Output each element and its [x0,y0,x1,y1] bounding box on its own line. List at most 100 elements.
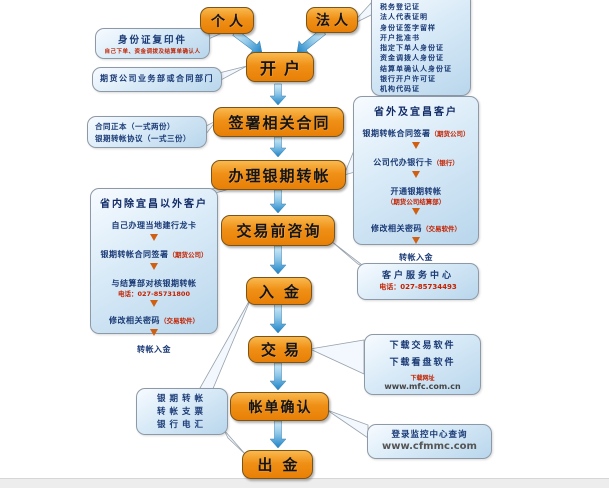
callout-id-copy: 身份证复印件 自己下单、资金调拨及结算单确认人 [95,28,210,59]
doc-item: 法人代表证明 [380,13,428,22]
flow-arrow-deposit-trade [269,303,287,334]
step-note: （交易软件） [422,224,461,233]
callout-monitor-center: 登录监控中心查询 www.cfmmc.com [367,424,492,459]
page-bottom-strip [0,478,609,488]
download-note: 下载网址 [410,375,435,382]
callout-in-province: 省内除宜昌以外客户 自己办理当地建行龙卡 银期转帐合同签署（期货公司） 与结算部… [90,188,218,354]
step-item: 开通银期转帐 （期货公司结算部） [354,179,478,207]
callout-title: 省内除宜昌以外客户 [100,199,208,210]
callout-out-of-province: 省外及宜昌客户 银期转帐合同签署（期货公司） 公司代办银行卡（银行） 开通银期转… [353,96,479,262]
node-deposit: 入金 [246,277,312,305]
down-arrow-icon [412,207,420,215]
wedge-dept-openaccount [218,65,248,82]
step-note: （期货公司） [168,251,208,259]
download-quote-software: 下载看盘软件 [389,358,456,368]
down-arrow-icon [150,263,158,270]
down-arrow-icon [412,142,420,149]
node-statement-confirm: 帐单确认 [230,392,329,421]
step-item: 修改相关密码（交易软件） [91,308,217,328]
callout-futures-dept: 期货公司业务部或合同部门 [92,67,222,92]
callout-note: 自己下单、资金调拨及结算单确认人 [104,49,201,55]
flow-arrow-trade-statement [269,362,287,391]
doc-item: 身份证签字留样 [380,23,436,32]
doc-item: 银行开户许可证 [380,75,436,84]
callout-service-center: 客户服务中心 电话：027-85734493 [357,263,479,300]
node-label: 出金 [257,456,308,474]
node-label: 个人 [211,13,247,30]
step-item: 银期转帐合同签署（期货公司） [91,242,217,262]
node-legal-person: 法人 [306,7,358,33]
step-text: 转帐入金 [399,252,433,262]
step-note: （银行） [432,159,459,167]
download-trade-software: 下载交易软件 [389,341,456,351]
monitor-title: 登录监控中心查询 [391,430,468,440]
step-item: 自己办理当地建行龙卡 [91,213,217,233]
down-arrow-icon [412,236,420,244]
node-label: 开户 [259,59,308,78]
node-label: 办理银期转帐 [228,166,331,185]
callout-contract-copies: 合同正本（一式两份） 银期转帐协议（一式三份） [87,116,207,148]
down-arrow-icon [150,328,158,336]
step-text: 修改相关密码 [109,315,160,325]
callout-download-software: 下载交易软件 下载看盘软件 下载网址 www.mfc.com.cn [364,334,481,395]
step-item: 转帐入金 [354,245,478,265]
node-label: 签署相关合同 [228,113,331,132]
down-arrow-icon [150,299,158,307]
node-label: 法人 [316,13,352,29]
callout-legal-person-docs: 税务登记证 法人代表证明 身份证签字留样 开户批准书 指定下单人身份证 资金调拨… [371,0,471,96]
step-item: 与结算部对核银期转帐 电话：027-85731800 [91,271,217,299]
node-label: 交易 [260,341,307,359]
callout-line: 合同正本（一式两份） [95,122,175,131]
step-text: 公司代办银行卡 [373,158,433,167]
doc-item: 机构代码证 [380,85,420,94]
step-text: 自己办理当地建行龙卡 [111,221,197,230]
step-text: 与结算部对核银期转帐 [111,279,197,288]
flow-arrow-pretrade-deposit [269,245,287,275]
step-text: 银期转帐合同签署 [100,250,169,259]
flow-arrow-sign-transfer [269,136,287,158]
down-arrow-icon [412,171,420,178]
download-url-link[interactable]: www.mfc.com.cn [384,382,461,391]
callout-payment-methods: 银期转帐 转帐支票 银行电汇 [136,388,228,435]
wedge-statement-monitor [326,409,369,439]
step-text: 开通银期转帐 [390,187,442,196]
service-phone: 电话：027-85734493 [379,283,457,291]
node-label: 入金 [258,282,309,301]
step-text: 转帐入金 [137,344,171,354]
step-text: 修改相关密码 [371,223,422,233]
node-pre-trade-consult: 交易前咨询 [221,215,335,246]
doc-item: 资金调拨人身份证 [380,54,444,63]
wedge-payment-withdraw [223,429,247,456]
callout-text: 期货公司业务部或合同部门 [100,74,214,83]
node-label: 帐单确认 [248,399,313,416]
step-item: 银期转帐合同签署（期货公司） [354,121,478,141]
step-item: 修改相关密码（交易软件） [354,216,478,236]
step-subnote: 电话：027-85731800 [118,290,190,298]
flow-arrow-open-sign [269,83,287,106]
monitor-url-link[interactable]: www.cfmmc.com [382,441,477,452]
node-bank-futures-transfer: 办理银期转帐 [211,160,346,190]
node-label: 交易前咨询 [236,222,322,240]
doc-item: 税务登记证 [380,3,420,11]
step-subnote: （期货公司结算部） [386,198,446,206]
doc-item: 指定下单人身份证 [380,44,444,53]
step-item: 公司代办银行卡（银行） [354,150,478,170]
callout-line: 银期转帐协议（一式三份） [95,134,191,143]
node-withdraw: 出金 [242,450,313,479]
callout-line: 转帐支票 [156,407,207,417]
doc-item: 开户批准书 [380,33,420,42]
callout-title: 客户服务中心 [381,271,454,281]
node-individual: 个人 [200,7,254,34]
callout-title: 身份证复印件 [117,35,187,46]
doc-item: 结算单确认人身份证 [380,64,452,73]
step-text: 银期转帐合同签署 [362,129,431,138]
step-note: （期货公司） [430,130,470,138]
callout-line: 银期转帐 [156,394,207,404]
wedge-trade-downloads [308,339,365,375]
node-open-account: 开户 [246,52,314,82]
callout-title: 省外及宜昌客户 [374,107,458,118]
down-arrow-icon [150,234,158,241]
flow-arrow-transfer-pretrade [269,189,287,214]
flow-arrow-statement-withdraw [269,420,287,449]
